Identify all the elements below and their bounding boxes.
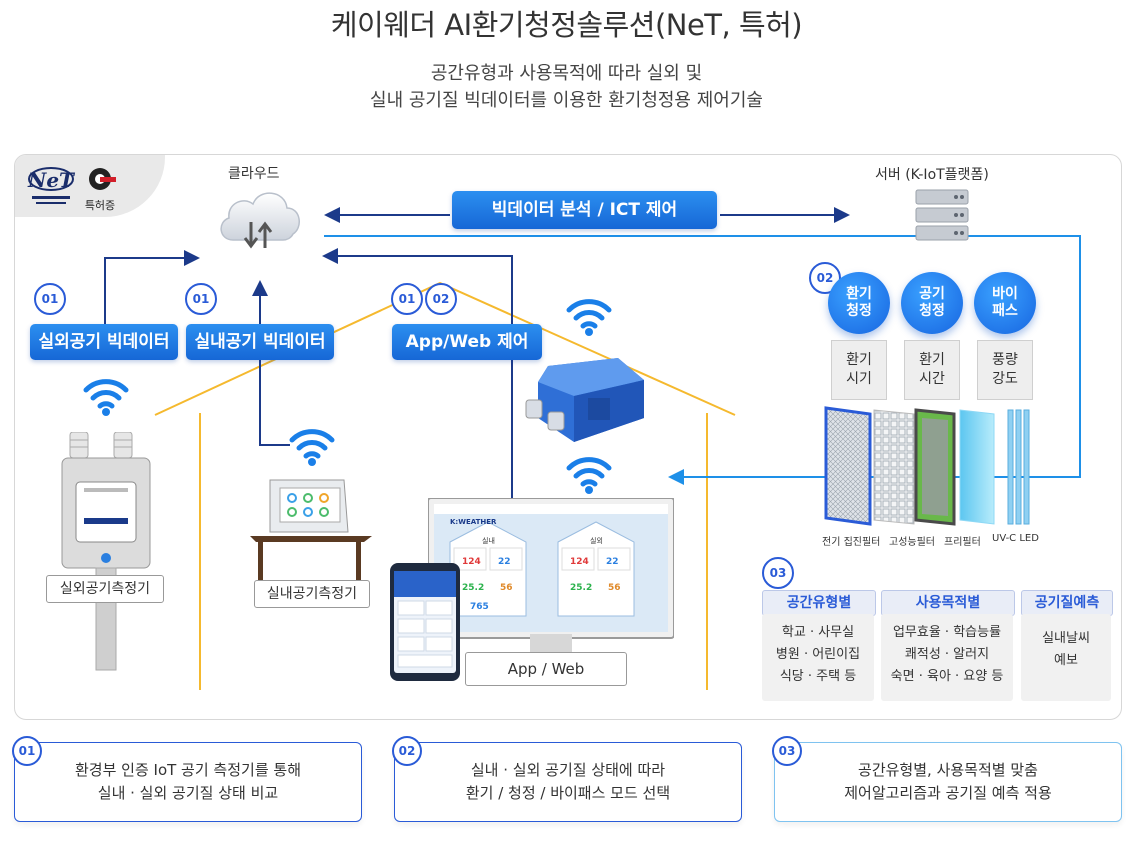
patent-label: 특허증 (84, 199, 116, 212)
dashboard-value: 56 (608, 583, 621, 593)
cloud-label: 클라우드 (228, 166, 280, 182)
step-badge-01-indoor: 01 (185, 283, 217, 315)
wifi-icon (286, 422, 338, 472)
info-line: 환기 / 청정 / 바이패스 모드 선택 (465, 784, 671, 802)
filter-label-uvc: UV-C LED (992, 533, 1039, 544)
info-badge-01: 01 (12, 736, 42, 766)
mode-sub-line2: 시기 (846, 371, 872, 387)
mode-label-line1: 바이 (992, 286, 1018, 302)
dashboard-value: 25.2 (462, 583, 485, 593)
cloud-icon (215, 182, 305, 258)
mode-sub-line2: 시간 (919, 371, 945, 387)
category-item: 쾌적성 · 알러지 (904, 647, 990, 662)
dashboard-room-2: 실외 (590, 537, 603, 545)
app-web-control-pill: App/Web 제어 (392, 324, 542, 360)
outdoor-meter-label: 실외공기측정기 (46, 575, 164, 603)
patent-logo: 특허증 (84, 165, 120, 212)
net-logo: NeT (26, 163, 76, 209)
app-web-label: App / Web (465, 652, 627, 686)
category-head-space: 공간유형별 (762, 590, 876, 616)
dashboard-brand: K:WEATHER (450, 518, 497, 526)
step-badge-02-appweb: 02 (425, 283, 457, 315)
dashboard-value: 124 (570, 557, 589, 567)
page-title: 케이웨더 AI환기청정솔루션(NeT, 특허) (330, 8, 803, 42)
wifi-icon (563, 292, 615, 342)
dashboard-value: 765 (470, 602, 489, 612)
phone-app-image (390, 563, 460, 685)
category-item: 실내날씨 (1042, 631, 1090, 646)
info-line: 제어알고리즘과 공기질 예측 적용 (844, 784, 1052, 802)
wifi-icon (563, 450, 615, 500)
bigdata-ict-banner: 빅데이터 분석 / ICT 제어 (452, 191, 717, 229)
dashboard-value: 22 (498, 557, 511, 567)
outdoor-air-meter-image (56, 431, 166, 676)
category-head-purpose: 사용목적별 (881, 590, 1015, 616)
category-body-forecast: 실내날씨 예보 (1021, 614, 1111, 701)
mode-label-line2: 청정 (919, 303, 945, 319)
mode-label-line1: 공기 (919, 286, 945, 302)
net-logo-text: NeT (27, 168, 76, 192)
mode-sub-line1: 환기 (919, 352, 945, 368)
category-head-forecast: 공기질예측 (1021, 590, 1113, 616)
ventilation-unit-image (522, 352, 652, 456)
mode-sub-line1: 환기 (846, 352, 872, 368)
info-line: 실내 · 실외 공기질 상태 비교 (97, 784, 279, 802)
outdoor-to-cloud-line (104, 250, 200, 330)
indoor-air-meter-image (246, 474, 376, 608)
indoor-bigdata-pill: 실내공기 빅데이터 (186, 324, 334, 360)
info-line: 환경부 인증 IoT 공기 측정기를 통해 (74, 761, 301, 779)
mode-sub-line2: 강도 (992, 371, 1018, 387)
mode-label-line2: 패스 (992, 303, 1018, 319)
appweb-to-cloud-line (322, 248, 513, 500)
indoor-meter-label: 실내공기측정기 (254, 580, 370, 608)
info-line: 실내 · 실외 공기질 상태에 따라 (470, 761, 666, 779)
subtitle-line-2: 실내 공기질 빅데이터를 이용한 환기청정용 제어기술 (370, 90, 763, 111)
category-body-space: 학교 · 사무실 병원 · 어린이집 식당 · 주택 등 (762, 614, 874, 701)
category-item: 업무효율 · 학습능률 (892, 625, 1002, 640)
mode-label-line2: 청정 (846, 303, 872, 319)
category-item: 예보 (1054, 653, 1078, 668)
mode-label-line1: 환기 (846, 286, 872, 302)
category-body-purpose: 업무효율 · 학습능률 쾌적성 · 알러지 숙면 · 육아 · 요양 등 (881, 614, 1013, 701)
dashboard-value: 25.2 (570, 583, 593, 593)
filter-label-electrostatic: 전기 집진필터 (822, 537, 881, 548)
filter-label-hepa: 고성능필터 (889, 537, 935, 548)
dashboard-value: 22 (606, 557, 619, 567)
info-badge-03: 03 (772, 736, 802, 766)
monitor-dashboard-image (427, 497, 675, 658)
dashboard-value: 56 (500, 583, 513, 593)
step-badge-01-appweb: 01 (391, 283, 423, 315)
category-item: 숙면 · 육아 · 요양 등 (890, 669, 1004, 684)
filter-label-prefilter: 프리필터 (944, 537, 981, 548)
step-badge-03-categories: 03 (762, 557, 794, 589)
category-item: 병원 · 어린이집 (775, 647, 861, 662)
filter-stack-image (818, 404, 1044, 534)
subtitle-line-1: 공간유형과 사용목적에 따라 실외 및 (430, 63, 703, 84)
mode-sub-line1: 풍량 (992, 352, 1018, 368)
server-label: 서버 (K-IoT플랫폼) (875, 167, 989, 183)
info-badge-02: 02 (392, 736, 422, 766)
dashboard-value: 124 (462, 557, 481, 567)
info-line: 공간유형별, 사용목적별 맞춤 (858, 761, 1038, 779)
page-subtitle: 공간유형과 사용목적에 따라 실외 및 실내 공기질 빅데이터를 이용한 환기청… (0, 60, 1133, 114)
category-item: 식당 · 주택 등 (779, 669, 857, 684)
wifi-icon (80, 372, 132, 422)
category-item: 학교 · 사무실 (781, 625, 855, 640)
dashboard-room-1: 실내 (482, 537, 495, 545)
outdoor-bigdata-pill: 실외공기 빅데이터 (30, 324, 178, 360)
server-icon (914, 188, 970, 246)
step-badge-01-outdoor: 01 (34, 283, 66, 315)
